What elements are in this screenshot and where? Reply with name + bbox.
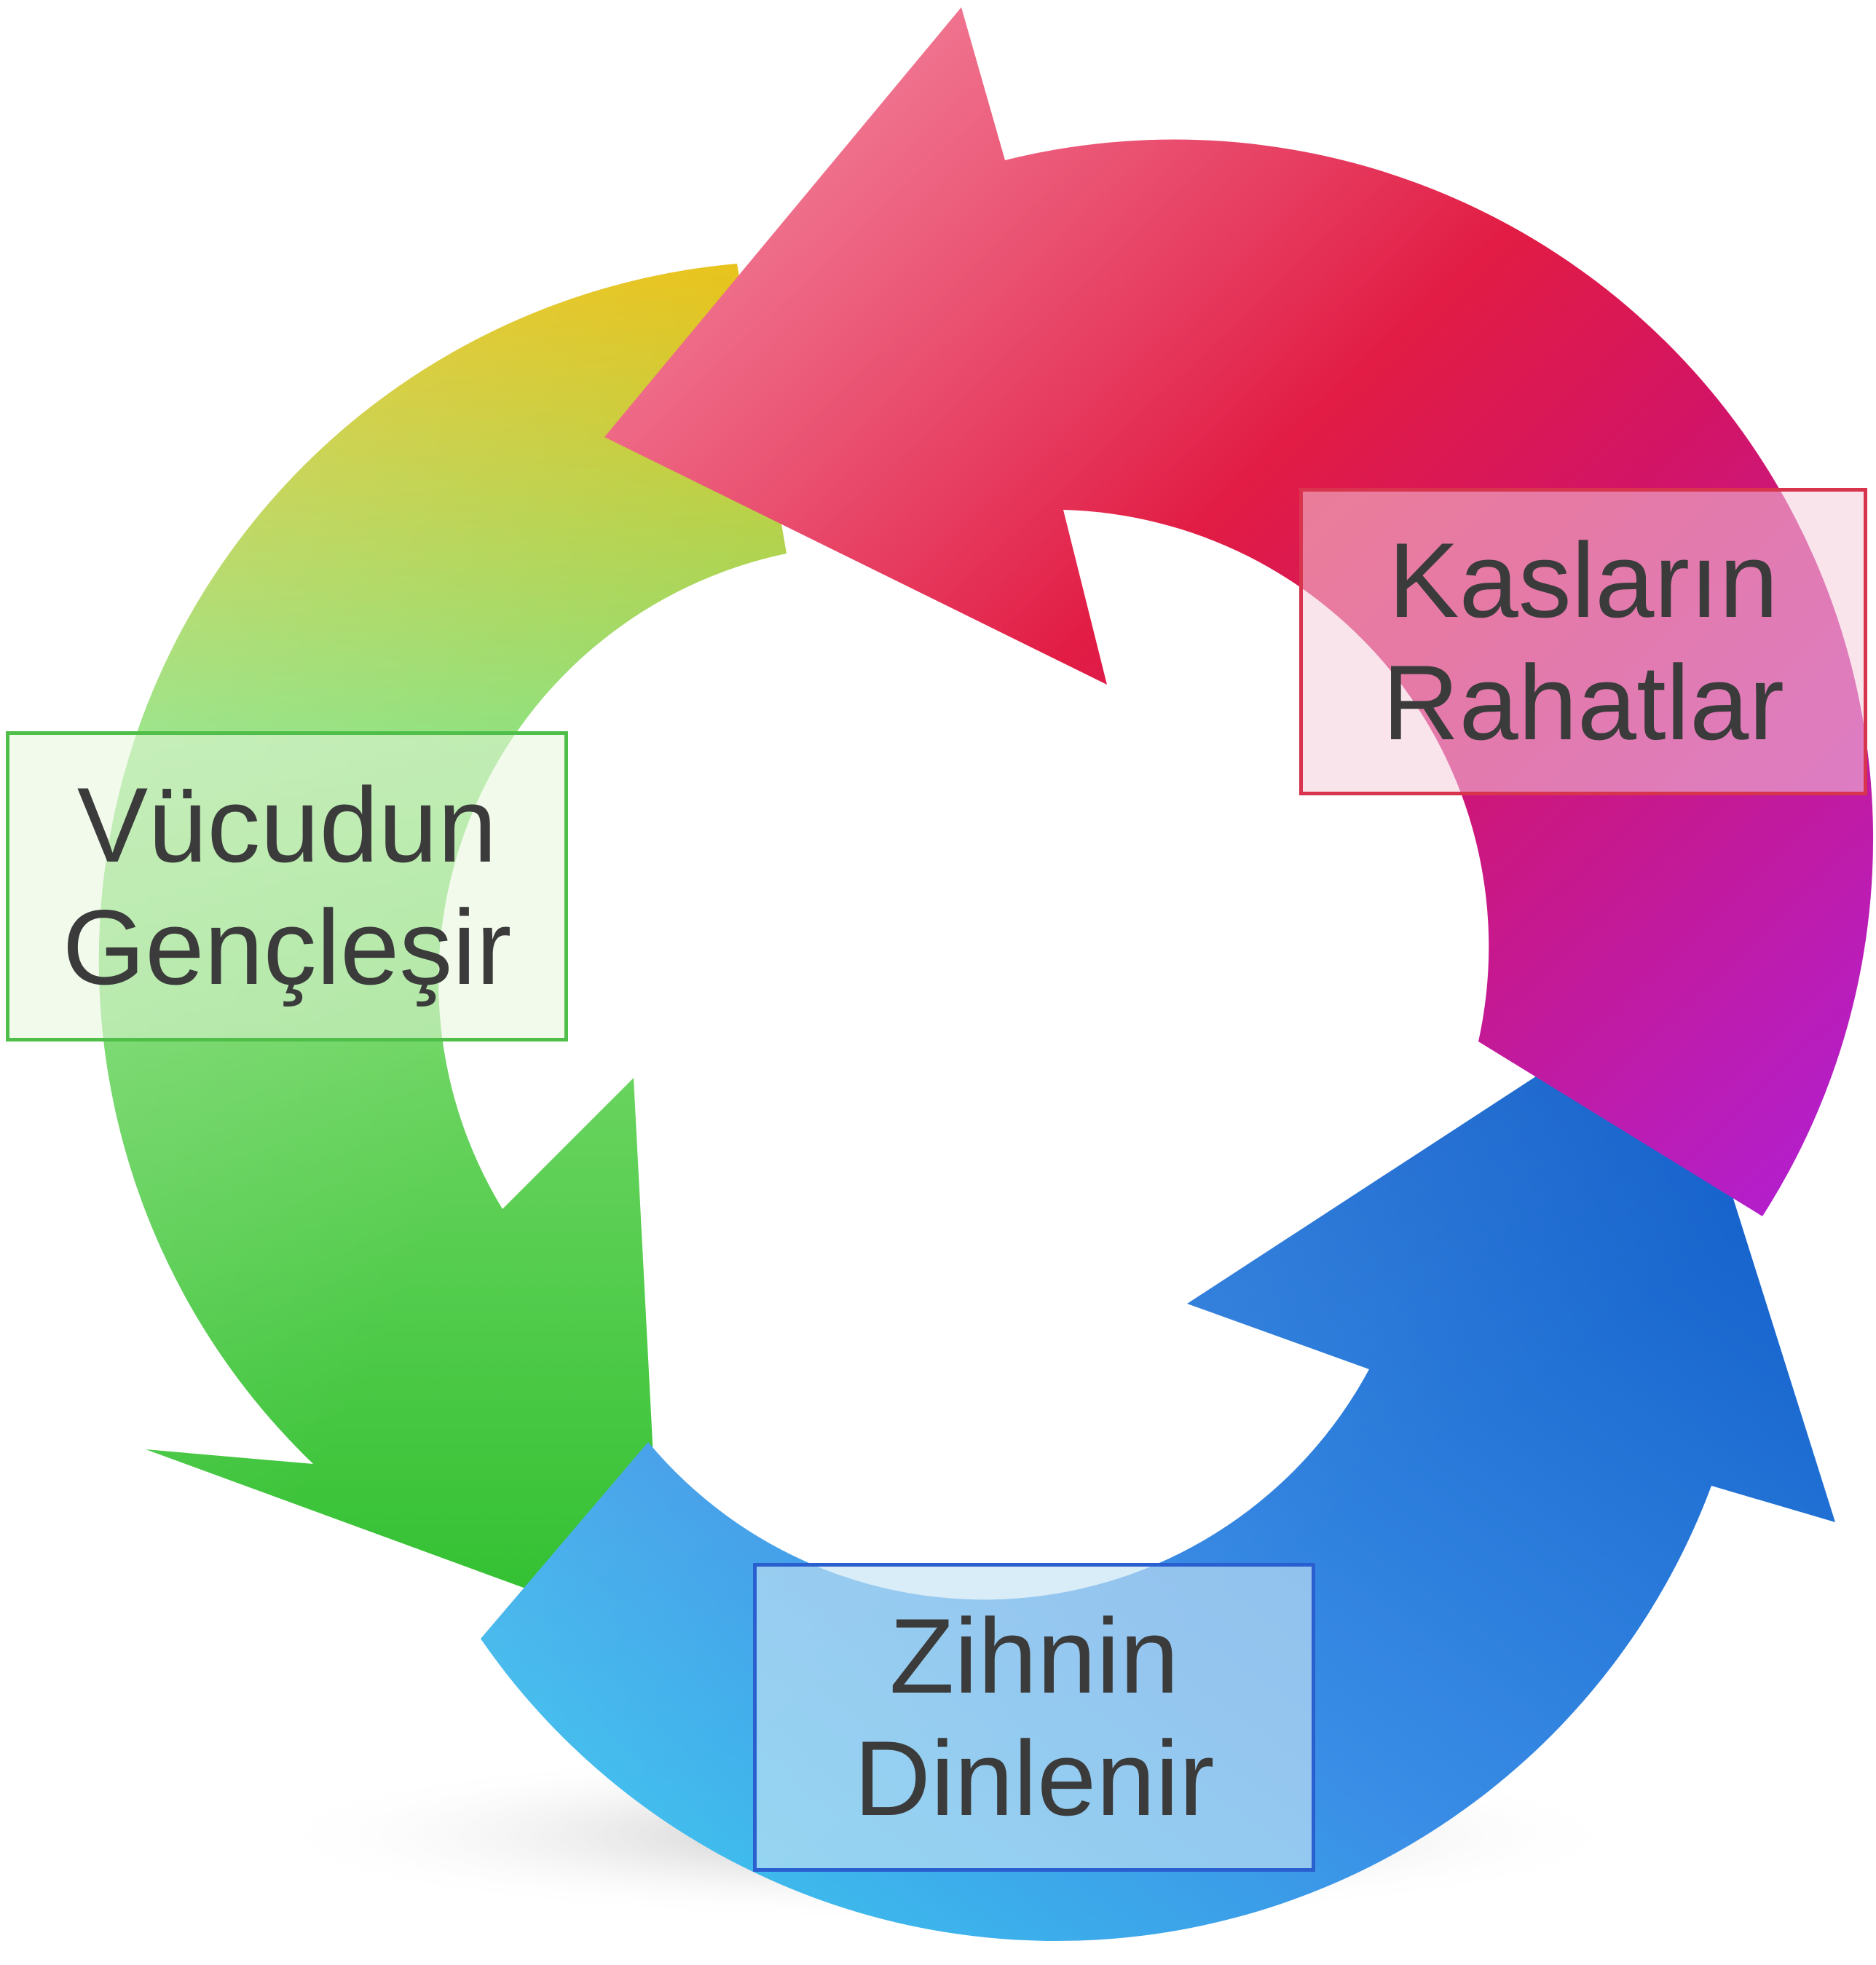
step-label-zihnin-line2: Dinlenir [854, 1719, 1215, 1838]
step-label-zihnin: Zihnin Dinlenir [753, 1563, 1315, 1872]
step-label-vucudun-line2: Gençleşir [62, 888, 512, 1007]
step-label-kaslarin-line2: Rahatlar [1382, 643, 1784, 762]
step-label-kaslarin-line1: Kasların [1388, 521, 1778, 640]
step-label-kaslarin: Kasların Rahatlar [1299, 488, 1867, 795]
step-label-zihnin-line1: Zihnin [889, 1596, 1179, 1716]
step-label-vucudun-line1: Vücudun [76, 765, 497, 885]
step-label-vucudun: Vücudun Gençleşir [6, 731, 568, 1041]
arrow-red [604, 7, 1874, 1216]
arrow-green [98, 264, 787, 1639]
